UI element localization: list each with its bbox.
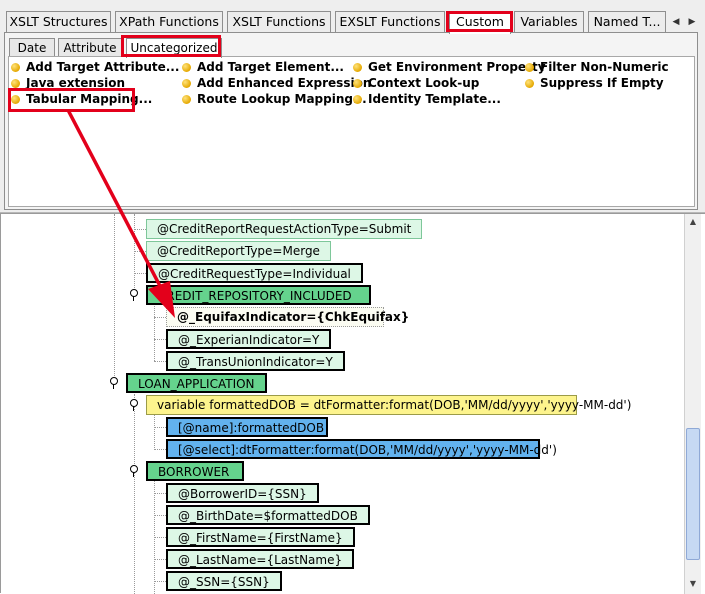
tree-connector: [114, 214, 115, 384]
lightbulb-icon: [525, 63, 534, 72]
tree-node-borrower[interactable]: BORROWER: [146, 461, 244, 481]
tree-connector: [154, 537, 166, 538]
tab-xslt-structures[interactable]: XSLT Structures: [6, 11, 111, 33]
tree-node-loan-application[interactable]: LOAN_APPLICATION: [126, 373, 267, 393]
tab-named-templates[interactable]: Named T...: [588, 11, 666, 33]
tree-connector: [154, 304, 155, 361]
item-label: Get Environment Property: [368, 60, 546, 74]
scrollbar-thumb[interactable]: [686, 428, 700, 560]
scroll-down-icon[interactable]: ▼: [685, 576, 701, 592]
item-label: Suppress If Empty: [540, 76, 664, 90]
lightbulb-icon: [11, 79, 20, 88]
tree-connector: [134, 273, 146, 274]
tree-node-variable-formatted-dob[interactable]: variable formattedDOB = dtFormatter:form…: [146, 395, 631, 415]
tab-variables[interactable]: Variables: [514, 11, 584, 33]
item-add-target-element[interactable]: Add Target Element...: [182, 59, 344, 75]
custom-tab-content: Date Attribute Uncategorized Add Target …: [4, 32, 698, 210]
item-add-target-attribute[interactable]: Add Target Attribute...: [11, 59, 179, 75]
tree-connector: [154, 361, 166, 362]
triangle-left-icon[interactable]: ◀: [672, 17, 680, 27]
function-items-list: Add Target Attribute... Java extension T…: [8, 56, 695, 207]
item-label: Java extension: [26, 76, 125, 90]
item-route-lookup-mapping[interactable]: Route Lookup Mapping...: [182, 91, 367, 107]
item-label: Add Target Element...: [197, 60, 344, 74]
tree-connector: [134, 251, 146, 252]
lightbulb-icon: [182, 63, 191, 72]
tree-connector: [154, 317, 166, 318]
item-label: Tabular Mapping...: [26, 92, 153, 106]
expander-icon[interactable]: [128, 289, 138, 301]
subtab-attribute[interactable]: Attribute: [58, 38, 122, 58]
lightbulb-icon: [525, 79, 534, 88]
triangle-right-icon[interactable]: ▶: [688, 17, 696, 27]
lightbulb-icon: [11, 95, 20, 104]
tree-connector: [154, 478, 155, 594]
tree-connector: [154, 427, 166, 428]
lightbulb-icon: [353, 79, 362, 88]
lightbulb-icon: [182, 95, 191, 104]
vertical-scrollbar[interactable]: ▲ ▼: [684, 214, 701, 594]
item-label: Identity Template...: [368, 92, 501, 106]
tree-connector: [154, 493, 166, 494]
tree-node-param-select[interactable]: [@select]:dtFormatter:format(DOB,'MM/dd/…: [166, 439, 557, 459]
lightbulb-icon: [353, 95, 362, 104]
tree-connector: [134, 394, 135, 594]
item-label: Filter Non-Numeric: [540, 60, 669, 74]
tree-connector: [154, 581, 166, 582]
tree-node-attribute[interactable]: @BorrowerID={SSN}: [166, 483, 319, 503]
tree-node-credit-repository-included[interactable]: CREDIT_REPOSITORY_INCLUDED: [146, 285, 371, 305]
lightbulb-icon: [353, 63, 362, 72]
tab-scroll-buttons: ◀▶: [668, 14, 702, 30]
tree-connector: [154, 412, 155, 450]
tree-node-attribute[interactable]: @_BirthDate=$formattedDOB: [166, 505, 370, 525]
tree-connector: [154, 559, 166, 560]
tree-node-equifax-indicator[interactable]: @_EquifaxIndicator={ChkEquifax}: [166, 307, 409, 327]
tree-node-attribute[interactable]: @CreditReportType=Merge: [146, 241, 331, 261]
tab-xslt-functions[interactable]: XSLT Functions: [227, 11, 331, 33]
tree-node-attribute[interactable]: @_SSN={SSN}: [166, 571, 282, 591]
tree-node-attribute[interactable]: @CreditRequestType=Individual: [146, 263, 363, 283]
tree-node-attribute[interactable]: @_TransUnionIndicator=Y: [166, 351, 345, 371]
item-filter-non-numeric[interactable]: Filter Non-Numeric: [525, 59, 669, 75]
expander-icon[interactable]: [128, 465, 138, 477]
lightbulb-icon: [182, 79, 191, 88]
item-add-enhanced-expression[interactable]: Add Enhanced Expression: [182, 75, 371, 91]
item-tabular-mapping[interactable]: Tabular Mapping...: [11, 91, 152, 107]
item-label: Route Lookup Mapping...: [197, 92, 367, 106]
mapping-tree-view: @CreditReportRequestActionType=Submit @C…: [0, 213, 705, 594]
item-suppress-if-empty[interactable]: Suppress If Empty: [525, 75, 664, 91]
tree-connector: [154, 339, 166, 340]
item-label: Add Enhanced Expression: [197, 76, 372, 90]
main-tab-bar: XSLT Structures XPath Functions XSLT Fun…: [4, 11, 705, 34]
tab-exslt-functions[interactable]: EXSLT Functions: [335, 11, 445, 33]
function-palette: XSLT Structures XPath Functions XSLT Fun…: [0, 0, 705, 213]
subtab-uncategorized[interactable]: Uncategorized: [126, 38, 222, 58]
tree-connector: [154, 449, 166, 450]
item-java-extension[interactable]: Java extension: [11, 75, 125, 91]
item-label: Context Look-up: [368, 76, 480, 90]
tree-connector: [154, 515, 166, 516]
subtab-date[interactable]: Date: [9, 38, 55, 58]
tab-custom[interactable]: Custom: [449, 11, 511, 34]
item-label: Add Target Attribute...: [26, 60, 180, 74]
tree-node-attribute[interactable]: @_ExperianIndicator=Y: [166, 329, 332, 349]
tab-xpath-functions[interactable]: XPath Functions: [115, 11, 223, 33]
tree-node-attribute[interactable]: @CreditReportRequestActionType=Submit: [146, 219, 423, 239]
tree-connector: [134, 214, 135, 296]
item-context-look-up[interactable]: Context Look-up: [353, 75, 479, 91]
expander-icon[interactable]: [108, 377, 118, 389]
lightbulb-icon: [11, 63, 20, 72]
tree-node-attribute[interactable]: @_LastName={LastName}: [166, 549, 355, 569]
tree-node-param-name[interactable]: [@name]:formattedDOB: [166, 417, 328, 437]
tree-connector: [134, 229, 146, 230]
expander-icon[interactable]: [128, 399, 138, 411]
item-get-environment-property[interactable]: Get Environment Property: [353, 59, 546, 75]
scroll-up-icon[interactable]: ▲: [685, 214, 701, 230]
item-identity-template[interactable]: Identity Template...: [353, 91, 501, 107]
tree-node-attribute[interactable]: @_FirstName={FirstName}: [166, 527, 355, 547]
